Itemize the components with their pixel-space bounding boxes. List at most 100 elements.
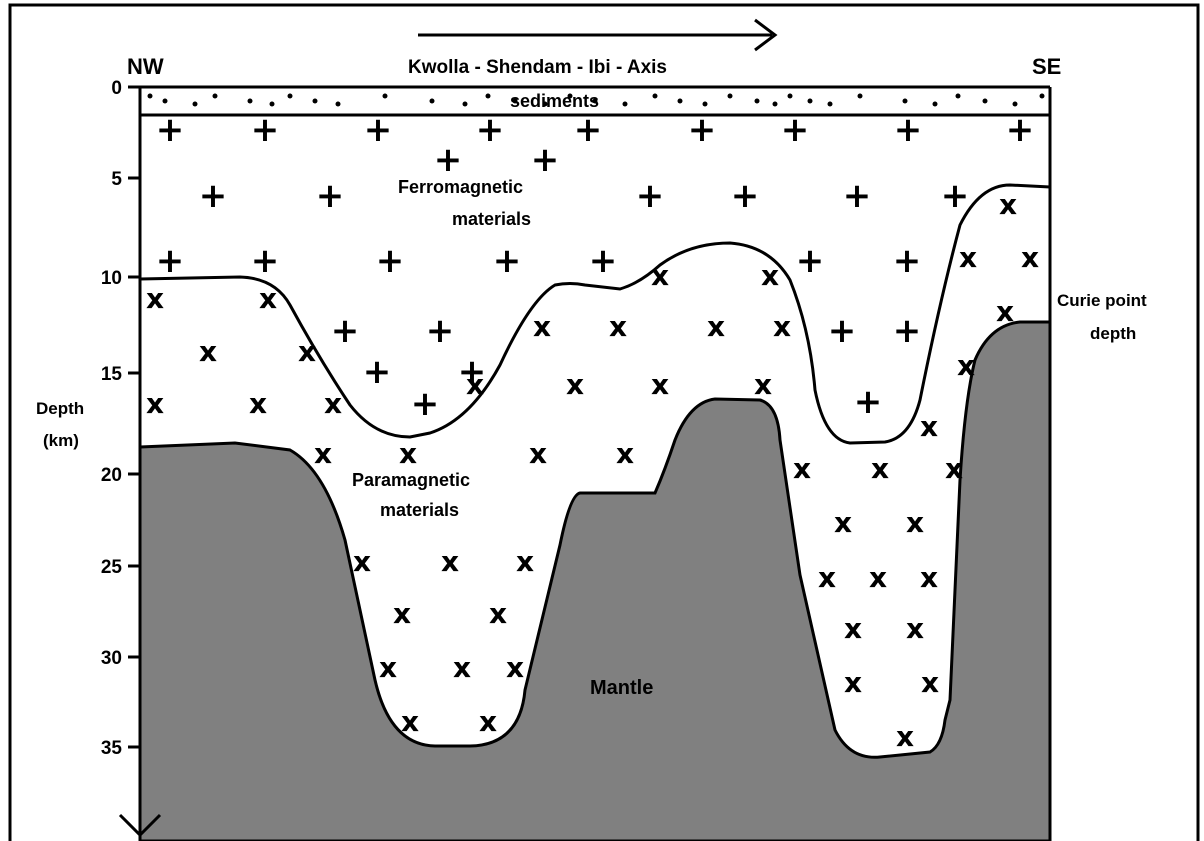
- sediment-dot: [755, 99, 760, 104]
- paramagnetic-symbol: x: [199, 335, 217, 368]
- paramagnetic-symbol: x: [761, 259, 779, 292]
- paramagnetic-symbol: x: [324, 387, 342, 420]
- paramagnetic-label-2: materials: [380, 500, 459, 520]
- ferromagnetic-symbol: +: [796, 241, 825, 281]
- paramagnetic-symbol: x: [945, 452, 963, 485]
- paramagnetic-symbol: x: [466, 368, 484, 401]
- paramagnetic-symbol: x: [314, 437, 332, 470]
- ferromagnetic-symbol: +: [828, 311, 857, 351]
- nw-label: NW: [127, 54, 164, 79]
- depth-tick-label: 30: [101, 648, 122, 669]
- sediment-dot: [430, 99, 435, 104]
- sediment-dot: [163, 99, 168, 104]
- ferromagnetic-symbol: +: [941, 176, 970, 216]
- paramagnetic-symbol: x: [453, 651, 471, 684]
- ferromagnetic-symbol: +: [731, 176, 760, 216]
- sediment-dot: [383, 94, 388, 99]
- paramagnetic-symbol: x: [651, 259, 669, 292]
- sediment-dot: [773, 102, 778, 107]
- paramagnetic-symbol: x: [793, 452, 811, 485]
- se-label: SE: [1032, 54, 1061, 79]
- ferromagnetic-symbol: +: [781, 110, 810, 150]
- sediment-dot: [288, 94, 293, 99]
- paramagnetic-symbol: x: [707, 310, 725, 343]
- ferromagnetic-symbols: ++++++++++++++++++++++++++++++++: [156, 110, 1035, 424]
- ferromagnetic-symbol: +: [688, 110, 717, 150]
- paramagnetic-symbol: x: [896, 720, 914, 753]
- paramagnetic-symbol: x: [754, 368, 772, 401]
- ferromagnetic-symbol: +: [476, 110, 505, 150]
- ferromagnetic-symbol: +: [364, 110, 393, 150]
- paramagnetic-symbol: x: [506, 651, 524, 684]
- sediment-dot: [858, 94, 863, 99]
- sediment-dot: [336, 102, 341, 107]
- ferromagnetic-symbol: +: [411, 384, 440, 424]
- sediment-dot: [788, 94, 793, 99]
- paramagnetic-symbol: x: [871, 452, 889, 485]
- sediment-dot: [193, 102, 198, 107]
- sediment-dot: [933, 102, 938, 107]
- paramagnetic-symbol: x: [844, 666, 862, 699]
- paramagnetic-symbol: x: [441, 545, 459, 578]
- ferromagnetic-label-2: materials: [452, 209, 531, 229]
- depth-tick-label: 35: [101, 738, 123, 759]
- paramagnetic-symbol: x: [616, 437, 634, 470]
- sediment-dot: [270, 102, 275, 107]
- paramagnetic-label: Paramagnetic: [352, 470, 470, 490]
- paramagnetic-symbol: x: [921, 666, 939, 699]
- sediment-dot: [623, 102, 628, 107]
- sediment-dot: [983, 99, 988, 104]
- sediment-dot: [1040, 94, 1045, 99]
- ferromagnetic-symbol: +: [376, 241, 405, 281]
- paramagnetic-symbol: x: [399, 437, 417, 470]
- sediment-dot: [653, 94, 658, 99]
- ferromagnetic-symbol: +: [1006, 110, 1035, 150]
- sediment-dot: [678, 99, 683, 104]
- paramagnetic-symbol: x: [869, 561, 887, 594]
- paramagnetic-symbol: x: [773, 310, 791, 343]
- ferromagnetic-symbol: +: [434, 140, 463, 180]
- ferromagnetic-symbol: +: [251, 241, 280, 281]
- ferromagnetic-symbol: +: [636, 176, 665, 216]
- sediment-dot: [148, 94, 153, 99]
- sediment-dot: [463, 102, 468, 107]
- ferromagnetic-label: Ferromagnetic: [398, 177, 523, 197]
- ferromagnetic-symbol: +: [331, 311, 360, 351]
- curie-depth-label: depth: [1090, 324, 1136, 343]
- paramagnetic-symbol: x: [818, 561, 836, 594]
- sediment-dot: [1013, 102, 1018, 107]
- paramagnetic-symbol: x: [516, 545, 534, 578]
- paramagnetic-symbol: x: [920, 561, 938, 594]
- ferromagnetic-symbol: +: [531, 140, 560, 180]
- ferromagnetic-symbol: +: [316, 176, 345, 216]
- profile-title: Kwolla - Shendam - Ibi - Axis: [408, 57, 667, 78]
- ferromagnetic-symbol: +: [199, 176, 228, 216]
- depth-tick-label: 25: [101, 557, 123, 578]
- paramagnetic-symbol: x: [999, 188, 1017, 221]
- sediments-label: sediments: [510, 91, 599, 111]
- depth-tick-label: 10: [101, 268, 122, 289]
- ferromagnetic-symbol: +: [843, 176, 872, 216]
- sediment-dot: [828, 102, 833, 107]
- paramagnetic-symbol: x: [920, 410, 938, 443]
- ferromagnetic-symbol: +: [363, 352, 392, 392]
- ferromagnetic-symbol: +: [574, 110, 603, 150]
- sediment-dot: [213, 94, 218, 99]
- ferromagnetic-symbol: +: [156, 110, 185, 150]
- mantle-region: [140, 322, 1050, 841]
- paramagnetic-symbol: x: [844, 612, 862, 645]
- curie-point-label: Curie point: [1057, 291, 1147, 310]
- paramagnetic-symbol: x: [651, 368, 669, 401]
- sediment-dot: [808, 99, 813, 104]
- paramagnetic-symbol: x: [353, 545, 371, 578]
- depth-tick-label: 0: [111, 78, 122, 99]
- sediment-dot: [703, 102, 708, 107]
- paramagnetic-symbol: x: [959, 241, 977, 274]
- paramagnetic-symbol: x: [906, 506, 924, 539]
- sediment-dot: [313, 99, 318, 104]
- paramagnetic-symbol: x: [529, 437, 547, 470]
- ferromagnetic-symbol: +: [893, 241, 922, 281]
- paramagnetic-symbol: x: [996, 295, 1014, 328]
- sediment-dot: [486, 94, 491, 99]
